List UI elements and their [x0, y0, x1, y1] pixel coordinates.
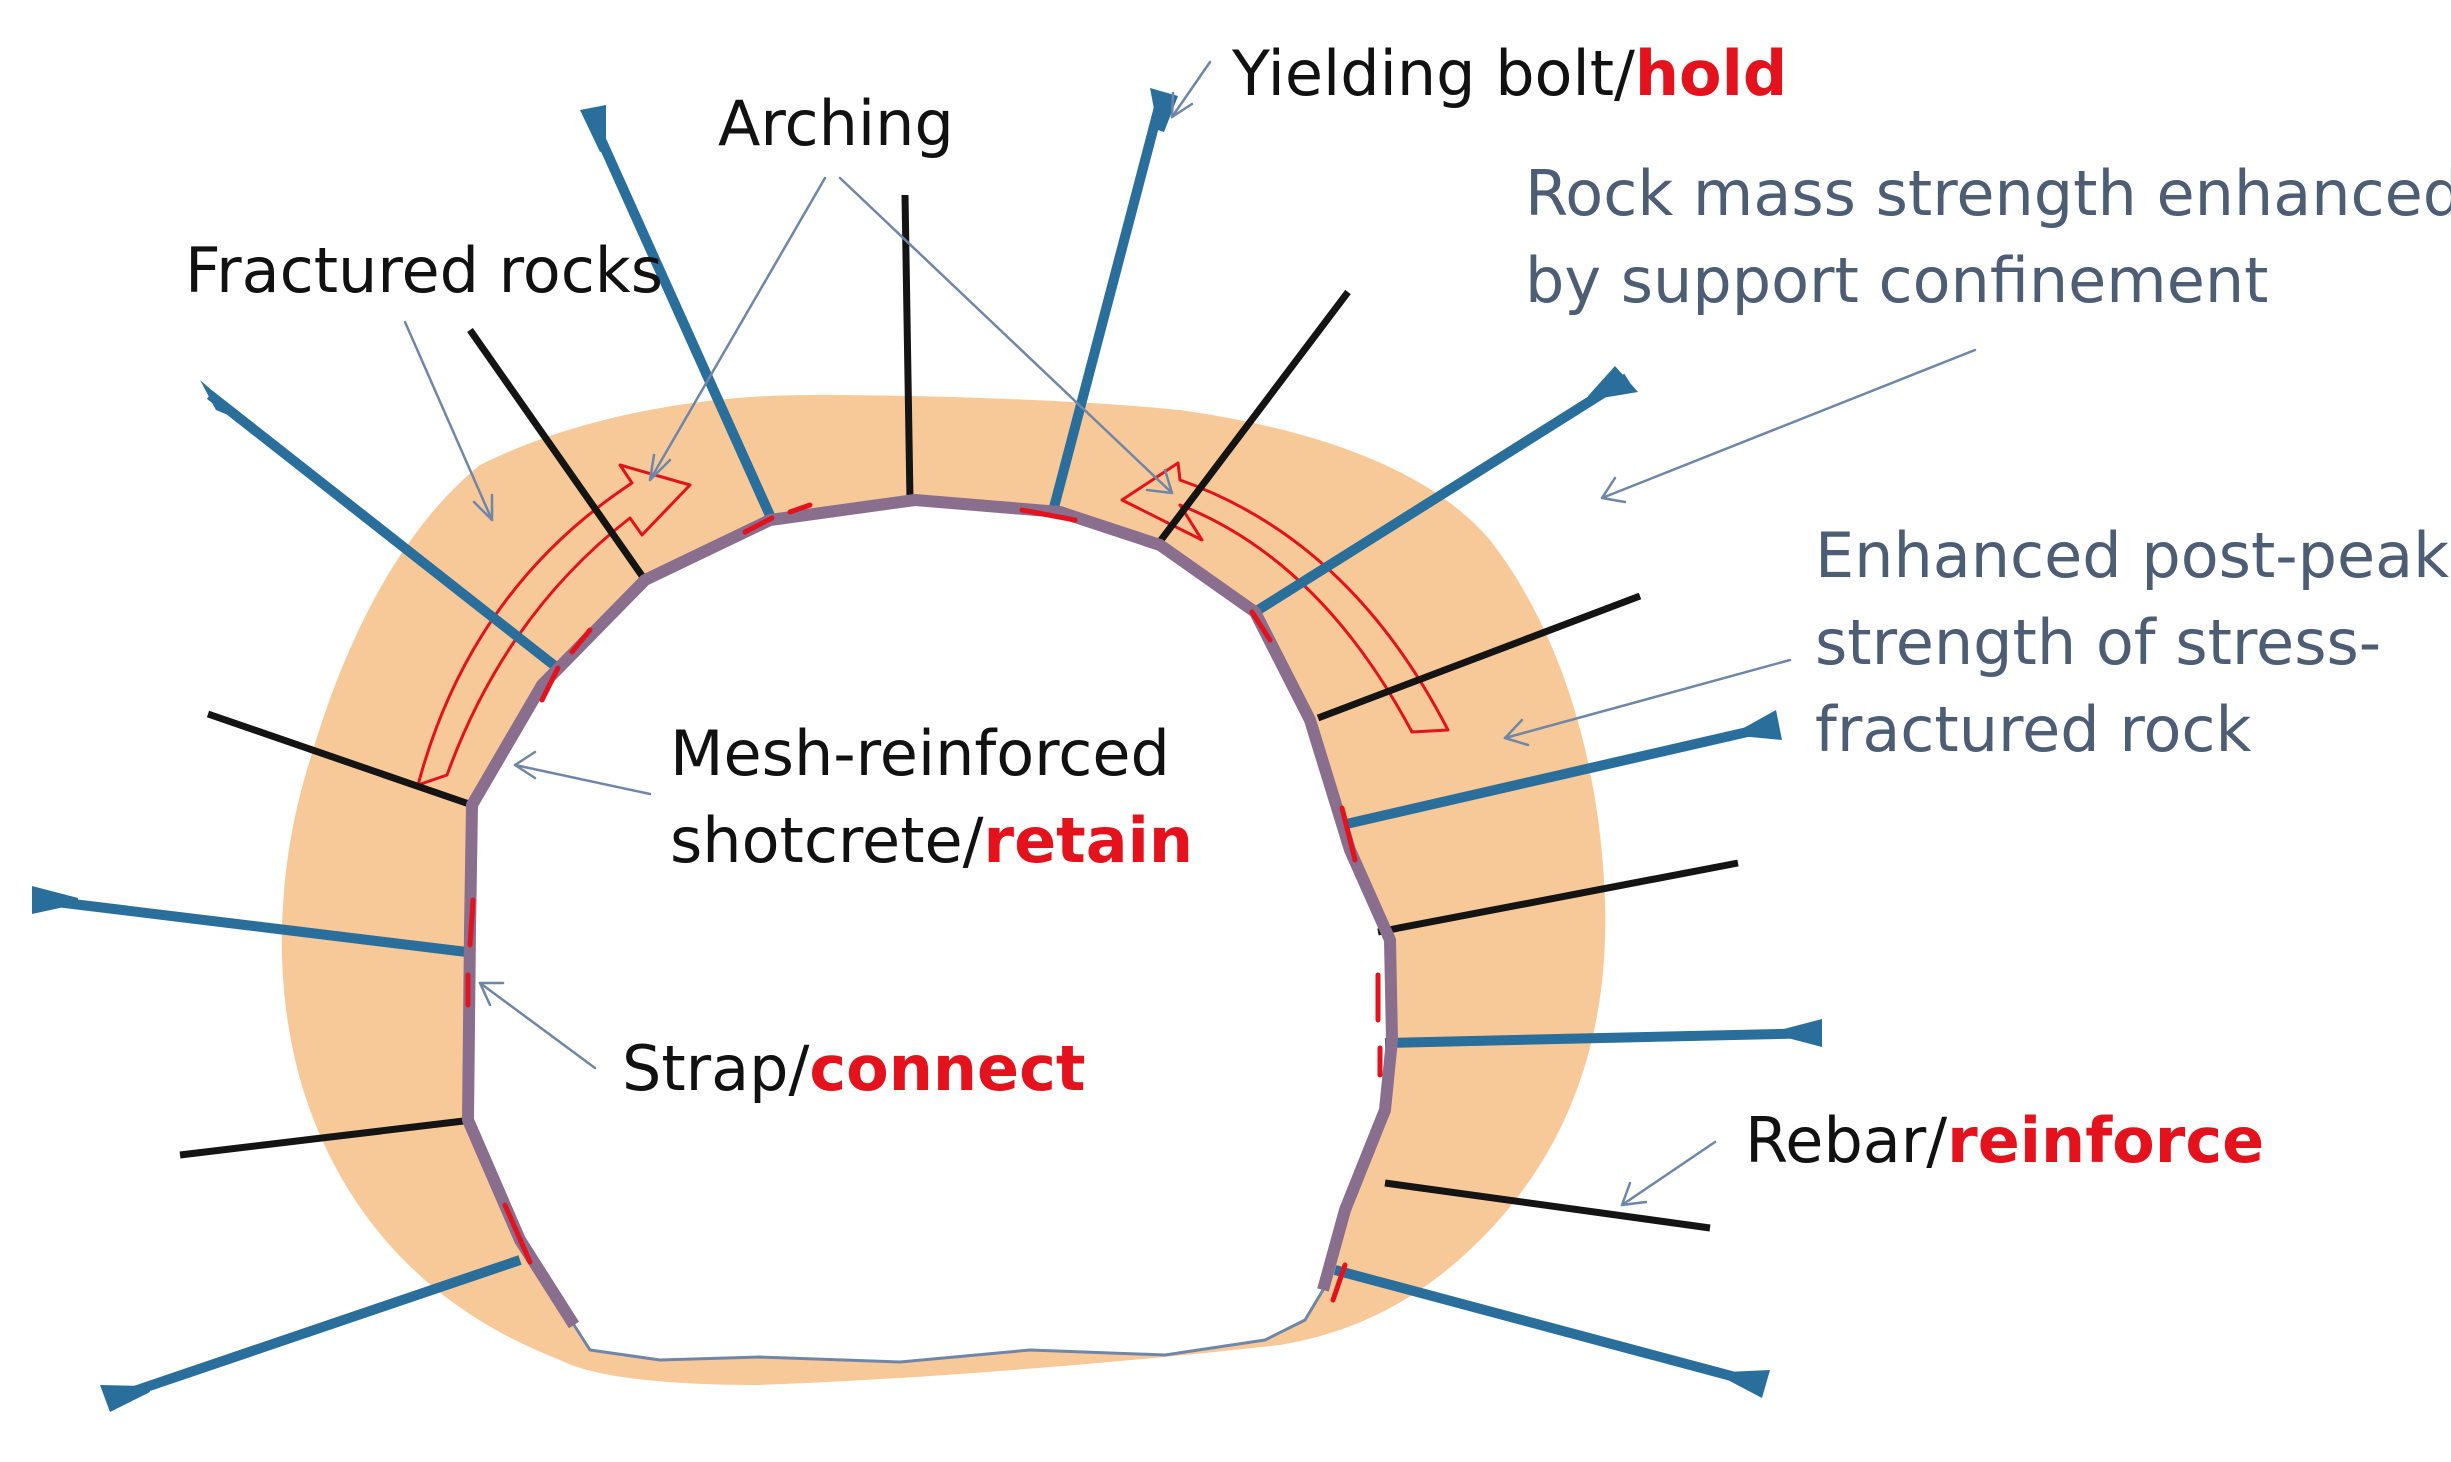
strap-dash	[467, 897, 476, 948]
yielding-bolt	[1384, 1028, 1821, 1048]
strap-dash	[742, 515, 775, 535]
rebar-rod	[1152, 289, 1351, 551]
strap-dash	[1339, 805, 1358, 863]
leader-line-fractured	[403, 320, 494, 522]
bolt-anchor	[200, 380, 250, 424]
leader-line-arching-left	[648, 176, 827, 482]
label-enhanced-line1: Enhanced post-peak	[1815, 519, 2449, 592]
leader-line-arching-right	[838, 176, 1174, 495]
strap-group	[465, 502, 1383, 1303]
strap-dash	[569, 627, 593, 655]
label-yielding-bolt-text: Yielding bolt/	[1231, 37, 1635, 110]
label-rock-mass-line2: by support confinement	[1525, 244, 2268, 317]
rebar-rod	[1377, 859, 1739, 936]
yielding-bolt-group	[32, 88, 1822, 1412]
yielding-bolt	[1333, 1265, 1767, 1390]
arrowhead	[648, 453, 672, 482]
leader-line-yielding-bolt	[1170, 60, 1212, 119]
arrowhead	[1503, 718, 1530, 747]
strap-dash	[1249, 609, 1273, 643]
rebar-rod	[1384, 1179, 1711, 1232]
arching-zone-right	[1120, 461, 1450, 734]
bolt-anchor	[100, 1385, 150, 1412]
label-yielding-bolt: Yielding bolt/hold	[1231, 37, 1787, 110]
leader-line-mesh	[513, 763, 652, 796]
arrowhead	[1620, 1181, 1648, 1207]
arrowhead	[478, 981, 505, 1007]
label-yielding-bolt-function: hold	[1635, 37, 1787, 110]
yielding-bolt	[206, 391, 564, 674]
bolt-anchor	[32, 886, 78, 914]
arrowhead	[472, 493, 494, 522]
label-strap-text: Strap/	[622, 1032, 810, 1105]
label-mesh-line1: Mesh-reinforced	[670, 717, 1170, 790]
label-enhanced-line2: strength of stress-	[1815, 606, 2381, 679]
arrowhead	[1170, 91, 1194, 119]
strap-dash	[787, 502, 813, 515]
bolt-anchor	[1724, 1370, 1770, 1398]
rebar-rod	[206, 710, 474, 809]
strap-dash	[1330, 1262, 1348, 1303]
label-mesh-text: shotcrete/	[670, 804, 984, 877]
yielding-bolt	[585, 112, 777, 523]
arrowhead	[1600, 476, 1627, 504]
bolt-anchor	[1588, 366, 1638, 400]
bolt-anchor	[580, 105, 606, 152]
yielding-bolt	[1047, 90, 1168, 517]
tunnel-opening	[466, 498, 1394, 1364]
label-mesh-function: retain	[984, 804, 1194, 877]
bolt-anchor	[1780, 1019, 1822, 1047]
label-arching: Arching	[718, 87, 954, 160]
label-fractured-rocks: Fractured rocks	[185, 234, 663, 307]
label-rebar: Rebar/reinforce	[1745, 1104, 2264, 1177]
leader-line-rebar	[1620, 1140, 1717, 1207]
label-rebar-function: reinforce	[1947, 1104, 2264, 1177]
yielding-bolt	[106, 1255, 522, 1405]
arrowhead	[513, 750, 537, 780]
bolt-anchor	[1150, 88, 1178, 132]
leader-line-group	[403, 60, 1977, 1207]
label-strap: Strap/connect	[622, 1032, 1085, 1105]
yielding-bolt	[1252, 373, 1630, 617]
leader-line-enhanced	[1503, 658, 1792, 740]
arching-zone-left	[416, 463, 692, 787]
yielding-bolt	[1340, 720, 1780, 830]
rebar-rod	[901, 194, 914, 501]
label-mesh-line2: shotcrete/retain	[670, 804, 1193, 877]
rebar-group	[179, 194, 1739, 1232]
strap-dash	[502, 1202, 533, 1265]
bolt-anchor	[1740, 710, 1782, 740]
arrowhead	[1145, 468, 1174, 495]
rebar-rod	[1316, 592, 1642, 722]
strap-dash	[539, 665, 561, 703]
rebar-rod	[179, 1116, 473, 1159]
label-rebar-text: Rebar/	[1745, 1104, 1947, 1177]
strap-dash	[1019, 507, 1078, 523]
rebar-rod	[467, 327, 648, 583]
label-rock-mass-line1: Rock mass strength enhanced	[1525, 157, 2451, 230]
leader-line-rock-mass	[1600, 348, 1977, 500]
label-strap-function: connect	[809, 1032, 1085, 1105]
leader-line-strap	[478, 981, 597, 1070]
label-enhanced-line3: fractured rock	[1815, 693, 2251, 766]
yielding-bolt	[39, 895, 476, 958]
